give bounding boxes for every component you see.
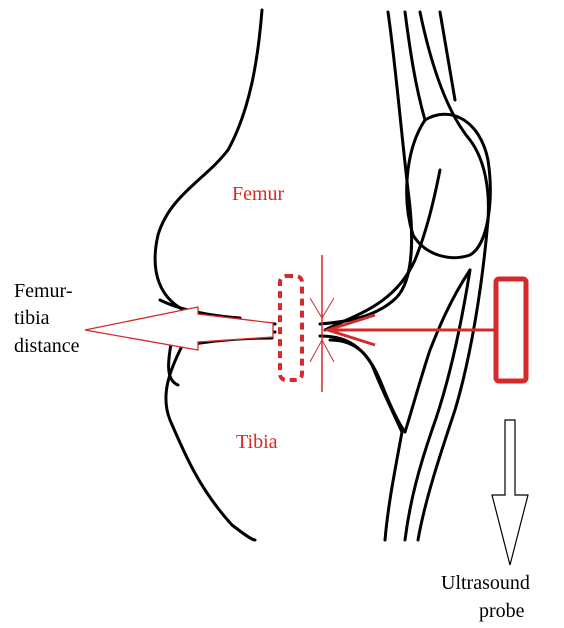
quad-tendon-left: [405, 12, 425, 120]
tibia-anterior-line-1: [405, 270, 470, 540]
ultrasound-probe: [496, 279, 526, 381]
femur-left-contour: [155, 10, 262, 313]
probe-label-line1: Ultrasound: [441, 572, 530, 594]
distance-label-line3: distance: [14, 335, 80, 357]
distance-label-line2: tibia: [14, 307, 50, 329]
probe-down-arrow: [492, 420, 528, 565]
femur-label: Femur: [232, 183, 285, 205]
probe-label-line2: probe: [479, 600, 525, 622]
distance-label-line1: Femur-: [14, 280, 72, 302]
patellar-tendon: [325, 170, 440, 330]
femur-right-contour: [320, 12, 412, 324]
patella: [407, 114, 491, 257]
distance-outline-arrow: [85, 307, 273, 350]
tibia-anterior-line-2: [418, 220, 488, 540]
joint-gap-dashed-box: [280, 276, 302, 380]
tibia-label: Tibia: [236, 431, 278, 453]
tibia-right-contour: [320, 336, 402, 540]
